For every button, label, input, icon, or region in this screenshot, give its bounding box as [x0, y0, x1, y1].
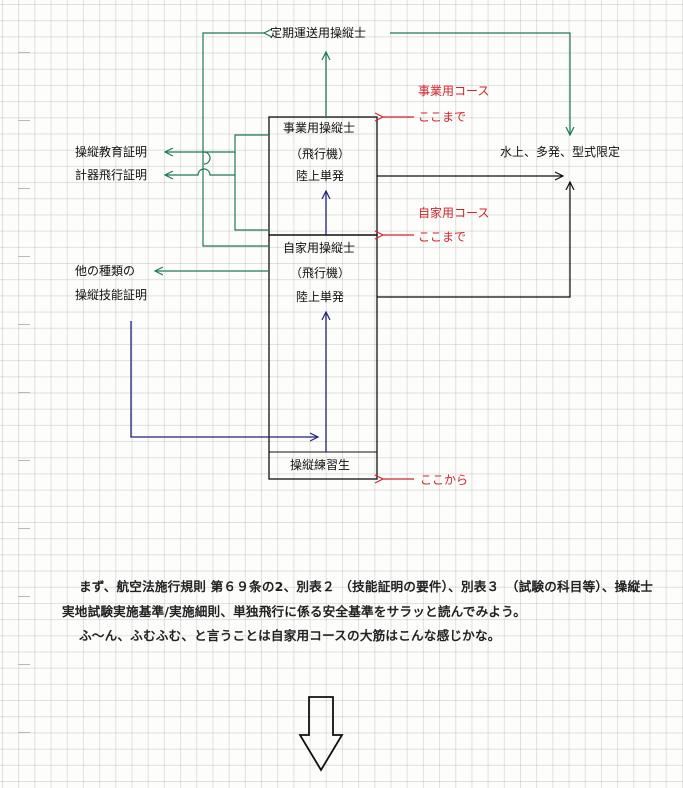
private-pilot-title: 自家用操縦士 [283, 241, 356, 255]
green-loop-right [390, 32, 570, 135]
paragraph-1: まず、航空法施行規則 第６９条の2、別表２ （技能証明の要件）、別表３ （試験の… [62, 579, 654, 619]
binder-mark [18, 52, 30, 53]
private-pilot-box [268, 234, 378, 480]
commercial-pilot-class: 陸上単発 [296, 169, 345, 183]
commercial-course-note-2: ここまで [418, 110, 467, 124]
commercial-pilot-title: 事業用操縦士 [283, 121, 356, 135]
instrument-rating-label: 計器飛行証明 [75, 168, 148, 182]
start-here-note: ここから [420, 473, 469, 487]
commercial-pilot-category: （飛行機） [290, 147, 351, 161]
ratings-label: 水上、多発、型式限定 [500, 145, 621, 159]
explanation-text: まず、航空法施行規則 第６９条の2、別表２ （技能証明の要件）、別表３ （試験の… [62, 575, 662, 649]
other-skill-label-2: 操縦技能証明 [75, 288, 148, 302]
binder-mark [18, 596, 30, 597]
down-arrow-icon [298, 696, 344, 772]
private-pilot-category: （飛行機） [290, 266, 351, 280]
binder-mark [18, 392, 30, 393]
paragraph-2: ふ～ん、ふむふむ、と言うことは自家用コースの大筋はこんな感じかな。 [79, 628, 501, 643]
binder-mark [18, 732, 30, 733]
private-course-note-2: ここまで [418, 230, 467, 244]
binder-mark [18, 460, 30, 461]
arrow-to-instrument [165, 168, 235, 175]
commercial-course-note-1: 事業用コース [418, 84, 490, 98]
arrow-other-skill-to-private [130, 321, 318, 437]
binder-mark [18, 324, 30, 325]
green-loop-left [202, 33, 269, 247]
other-skill-label-1: 他の種類の [75, 264, 136, 278]
airline-pilot-label: 定期運送用操縦士 [270, 26, 367, 40]
private-pilot-class: 陸上単発 [296, 290, 345, 304]
binder-mark [18, 120, 30, 121]
student-pilot-label: 操縦練習生 [290, 458, 351, 472]
private-course-note-1: 自家用コース [418, 206, 490, 220]
binder-mark [18, 188, 30, 189]
arrow-to-instructor [165, 134, 269, 152]
arrow-private-to-ratings [377, 182, 570, 298]
binder-mark [18, 528, 30, 529]
flight-instructor-label: 操縦教育証明 [75, 145, 148, 159]
binder-mark [18, 256, 30, 257]
binder-mark [18, 664, 30, 665]
